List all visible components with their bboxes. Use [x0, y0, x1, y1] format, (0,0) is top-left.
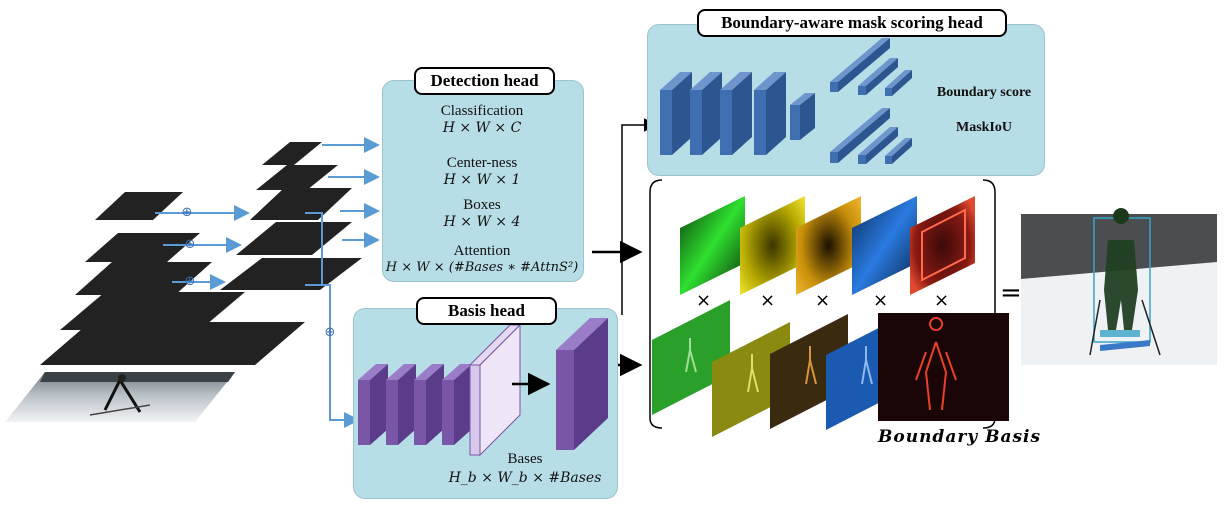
input-image [5, 372, 235, 422]
classification-dims: H × W × C [442, 120, 522, 136]
detection-head-panel [382, 80, 584, 282]
backbone-feature-stack [40, 192, 305, 365]
lateral-connections [155, 205, 250, 290]
boxes-label: Boxes [463, 197, 501, 213]
output-image [1021, 208, 1217, 365]
detection-head-title: Detection head [414, 67, 555, 95]
add-icon-1: ⊕ [181, 205, 193, 220]
centerness-dims: H × W × 1 [443, 172, 521, 188]
add-icon-2: ⊕ [184, 237, 196, 252]
basis-head-title: Basis head [416, 297, 557, 325]
add-icon-3: ⊕ [184, 274, 196, 289]
bases-label: Bases [507, 451, 543, 467]
boundary-silhouette [915, 317, 957, 411]
times-symbol-5: × [934, 290, 950, 311]
boundary-basis-label: Boundary Basis [878, 427, 1042, 447]
mask-scoring-head-title: Boundary-aware mask scoring head [697, 9, 1007, 37]
fpn-to-detection-arrows [305, 137, 380, 428]
times-symbol-3: × [815, 290, 831, 311]
boxes-dims: H × W × 4 [443, 214, 521, 230]
add-icon-4: ⊕ [324, 325, 336, 340]
maskiou-label: MaskIoU [955, 120, 1012, 135]
attention-dims: H × W × (#Bases ∗ #AttnS²) [385, 260, 579, 275]
attention-maps [680, 196, 975, 295]
attention-bases-bracket [649, 179, 996, 429]
times-symbol-2: × [760, 290, 776, 311]
boundary-score-label: Boundary score [936, 85, 1032, 100]
times-symbol-4: × [873, 290, 889, 311]
centerness-label: Center-ness [446, 155, 518, 171]
classification-label: Classification [440, 103, 524, 119]
basis-maps [652, 300, 1009, 437]
times-symbol-1: × [696, 290, 712, 311]
equals-symbol: = [1000, 278, 1022, 308]
attention-label: Attention [453, 243, 511, 259]
bases-dims: H_b × W_b × #Bases [448, 470, 602, 486]
fpn-feature-layers [220, 142, 362, 290]
